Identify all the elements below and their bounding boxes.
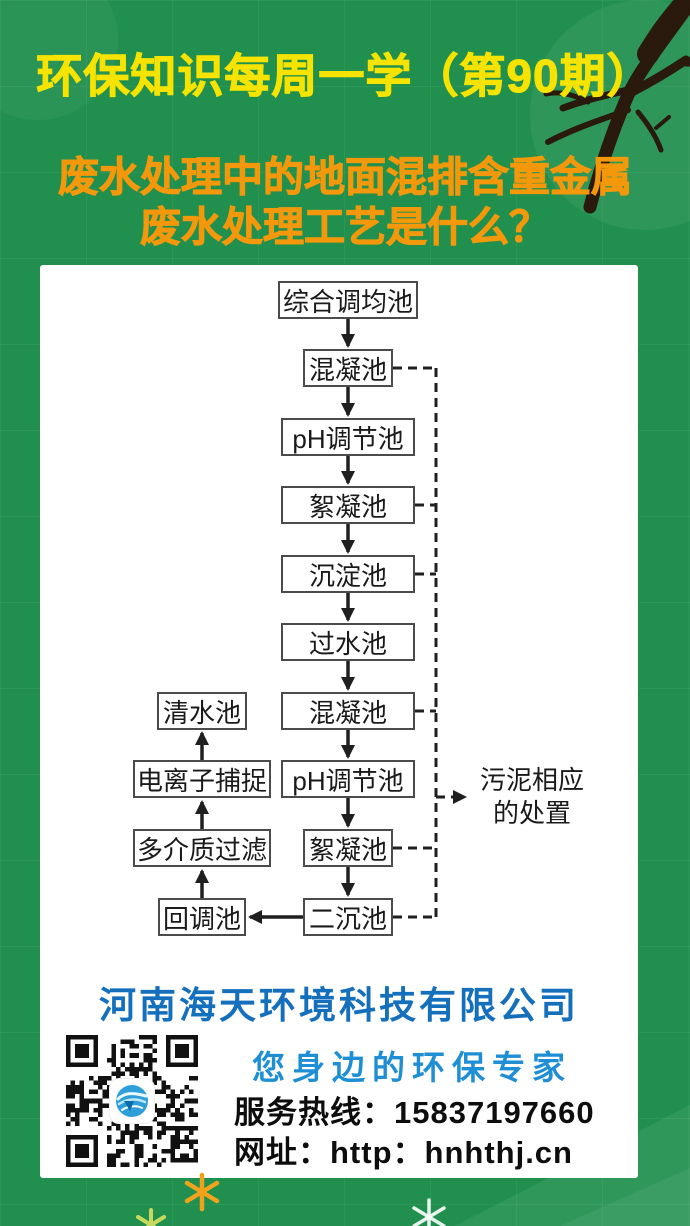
green-asterisk-icon [136,1208,166,1226]
sludge-note-line-1: 污泥相应 [479,765,584,795]
hotline: 服务热线：15837197660 [234,1095,595,1130]
flow-node-side: 回调池 [158,898,246,936]
corner-wedge-decor [560,1168,690,1226]
flow-node-main: 过水池 [281,623,415,661]
page-title: 环保知识每周一学（第90期） [36,50,654,103]
sludge-note: 污泥相应 的处置 [467,764,597,830]
content-card: 综合调均池 混凝池 pH调节池 絮凝池 沉淀池 过水池 混凝池 pH调节池 絮凝… [40,265,638,1178]
sludge-note-line-2: 的处置 [492,798,571,828]
website: 网址：http：hnhthj.cn [234,1135,573,1170]
orange-asterisk-icon [184,1172,220,1212]
flow-node-main: 絮凝池 [281,486,415,524]
company-name: 河南海天环境科技有限公司 [99,985,579,1026]
flow-node-main: pH调节池 [281,760,415,798]
flow-node-main: pH调节池 [281,418,415,456]
flow-node-side: 电离子捕捉 [133,760,271,798]
slogan: 您身边的环保专家 [252,1049,572,1086]
flow-node-side: 清水池 [157,692,247,730]
tree-branch-icon [543,0,690,214]
question-heading: 废水处理中的地面混排含重金属 废水处理工艺是什么？ [0,152,690,252]
question-line-2: 废水处理工艺是什么？ [140,204,551,251]
flow-node-main: 二沉池 [303,898,393,936]
flow-node-side: 多介质过滤 [133,829,271,867]
white-asterisk-icon [412,1198,446,1226]
qr-code [66,1035,198,1167]
flow-node-main: 沉淀池 [281,555,415,593]
flow-node-main: 综合调均池 [278,281,418,319]
flow-node-main: 混凝池 [281,692,415,730]
flow-node-main: 絮凝池 [303,829,393,867]
flow-node-main: 混凝池 [303,349,393,387]
qr-center-logo [110,1079,154,1123]
wave-logo-icon [116,1085,148,1117]
question-line-1: 废水处理中的地面混排含重金属 [58,154,633,201]
flowchart-connectors [195,319,467,924]
light-circle-decor [0,0,118,120]
